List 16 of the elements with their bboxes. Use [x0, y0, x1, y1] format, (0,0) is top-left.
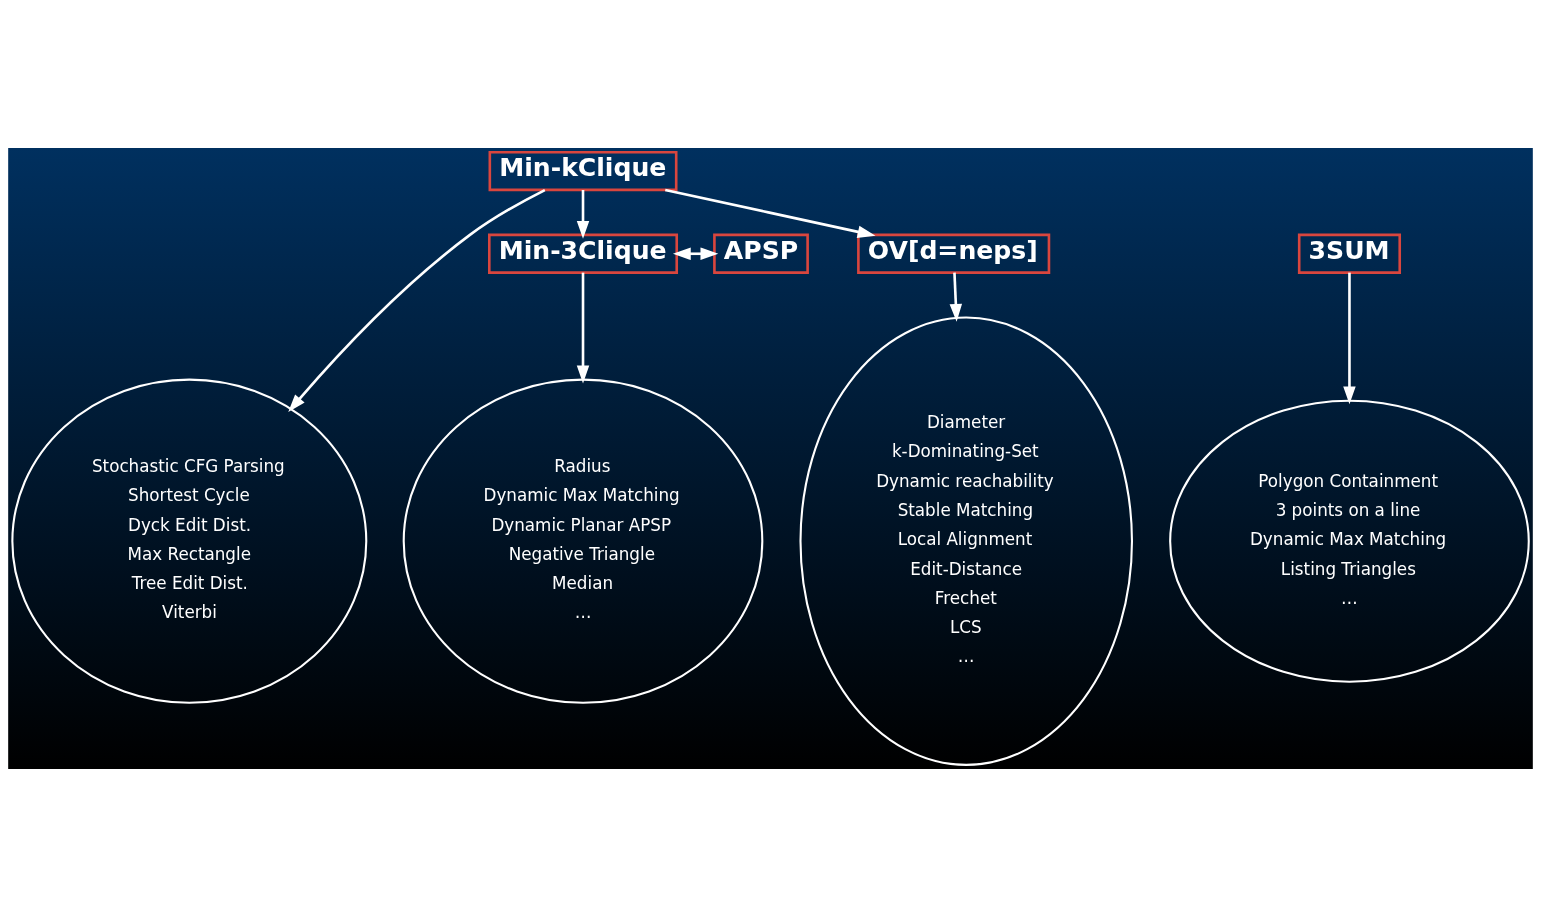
node-box: APSP	[713, 233, 809, 274]
node-box: OV[d=neps]	[857, 233, 1051, 274]
arrow	[665, 188, 876, 238]
node-ellipse: Polygon Containment 3 points on a line Dynamic Max Matching Listing Triangles …	[1169, 399, 1530, 683]
arrow	[288, 188, 546, 412]
node-circle: Radius Dynamic Max Matching Dynamic Planar APSP Negative Triangle Median …	[402, 378, 764, 704]
arrow	[1343, 272, 1356, 405]
node-ellipse: Diameter k-Dominating-Set Dynamic reachability Stable Matching Local Alignment Edit-Distance Frechet LCS …	[799, 316, 1133, 766]
node-box: 3SUM	[1297, 233, 1402, 274]
arrow	[576, 190, 590, 239]
arrow	[672, 247, 719, 260]
node-box: Min-kClique	[488, 150, 678, 192]
arrow	[576, 272, 590, 384]
node-box: Min-3Clique	[488, 233, 679, 274]
arrow	[949, 272, 963, 322]
node-circle: Stochastic CFG Parsing Shortest Cycle Dyck Edit Dist. Max Rectangle Tree Edit Dist. Viterbi	[11, 378, 368, 704]
